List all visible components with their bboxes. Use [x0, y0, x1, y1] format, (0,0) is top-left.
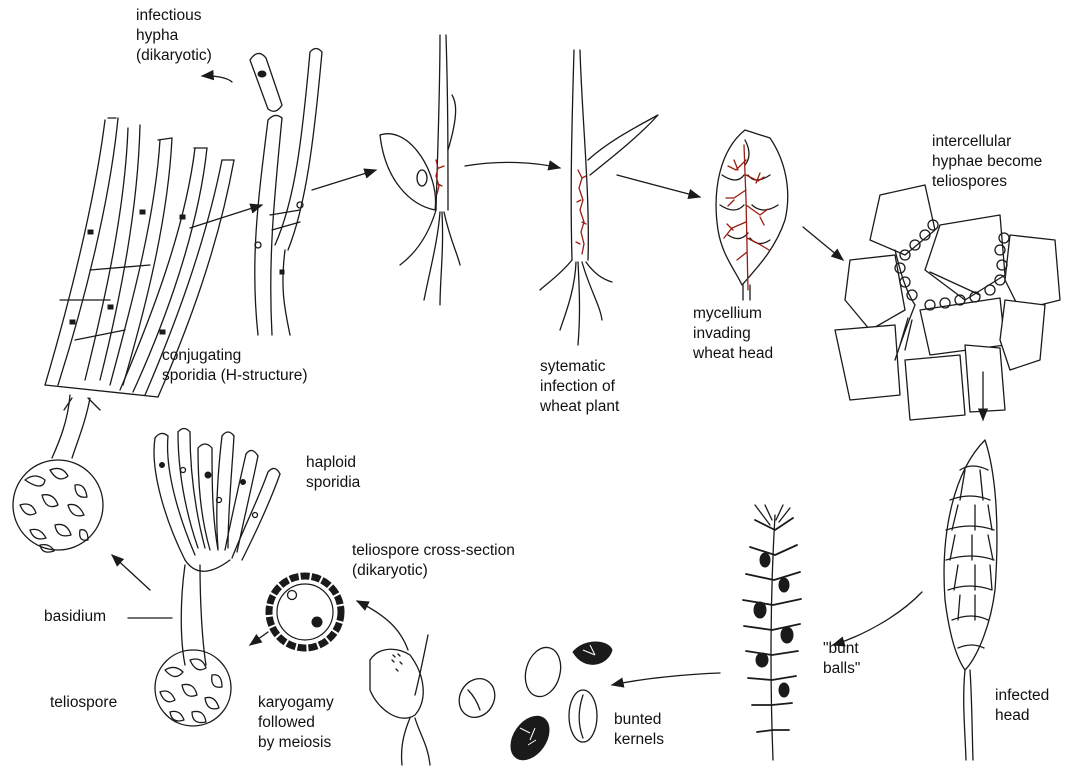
label-mycellium-invading: mycellium invading wheat head: [693, 304, 773, 364]
label-line: (dikaryotic): [136, 46, 212, 66]
arrow-to-cross-section: [357, 601, 408, 650]
arrow-to-seedling: [312, 170, 376, 190]
basidium-sporidia-drawing: [154, 429, 280, 727]
label-infected-head: infected head: [995, 686, 1049, 726]
arrow-to-wheat-head: [617, 175, 700, 197]
label-line: wheat head: [693, 344, 773, 364]
label-karyogamy: karyogamy followed by meiosis: [258, 693, 334, 753]
label-line: sporidia: [306, 473, 360, 493]
germinating-teliospore-drawing: [13, 460, 103, 552]
seedling-drawing: [380, 35, 460, 305]
label-line: mycellium: [693, 304, 773, 324]
label-bunt-balls: "bunt balls": [823, 639, 860, 679]
label-line: conjugating: [162, 346, 308, 366]
label-line: "bunt: [823, 639, 860, 659]
bunt-balls-spike-drawing: [743, 505, 801, 760]
infected-head-drawing: [944, 440, 997, 760]
label-line: balls": [823, 659, 860, 679]
conjugating-sporidia-drawing: [45, 118, 234, 458]
label-line: (dikaryotic): [352, 561, 515, 581]
label-line: invading: [693, 324, 773, 344]
label-intercellular-hyphae: intercellular hyphae become teliospores: [932, 132, 1042, 192]
arrow-to-teliospore: [250, 632, 268, 645]
label-line: head: [995, 706, 1049, 726]
label-line: kernels: [614, 730, 664, 750]
label-bunted-kernels: bunted kernels: [614, 710, 664, 750]
label-line: infectious: [136, 6, 212, 26]
label-line: teliospores: [932, 172, 1042, 192]
label-line: sporidia (H-structure): [162, 366, 308, 386]
label-line: haploid: [306, 453, 360, 473]
label-line: infection of: [540, 377, 619, 397]
label-teliospore: teliospore: [50, 693, 117, 713]
label-line: karyogamy: [258, 693, 334, 713]
label-haploid-sporidia: haploid sporidia: [306, 453, 360, 493]
arrow-to-kernels: [612, 673, 720, 685]
label-systematic-infection: sytematic infection of wheat plant: [540, 357, 619, 417]
arrow-to-hypha: [190, 205, 262, 228]
label-line: infected: [995, 686, 1049, 706]
label-infectious-hypha: infectious hypha (dikaryotic): [136, 6, 212, 66]
infected-seed-drawing: [370, 635, 430, 765]
arrow-to-bunt-balls: [833, 592, 922, 645]
label-line: bunted: [614, 710, 664, 730]
wheat-head-mycelium-drawing: [716, 130, 788, 300]
label-conjugating-sporidia: conjugating sporidia (H-structure): [162, 346, 308, 386]
teliospore-cross-section-drawing: [269, 576, 341, 648]
arrow-to-infectious-hypha: [202, 76, 232, 82]
bunted-kernels-drawing: [452, 642, 612, 767]
label-line: hypha: [136, 26, 212, 46]
label-teliospore-cross-section: teliospore cross-section (dikaryotic): [352, 541, 515, 581]
label-line: teliospore cross-section: [352, 541, 515, 561]
arrow-to-germinating-teliospore: [112, 555, 150, 590]
label-line: wheat plant: [540, 397, 619, 417]
arrow-to-plant: [465, 162, 560, 168]
label-line: sytematic: [540, 357, 619, 377]
label-line: hyphae become: [932, 152, 1042, 172]
label-line: by meiosis: [258, 733, 334, 753]
intercellular-hyphae-drawing: [835, 185, 1060, 420]
label-line: intercellular: [932, 132, 1042, 152]
infected-wheat-plant-drawing: [540, 50, 658, 345]
label-line: followed: [258, 713, 334, 733]
infectious-hypha-drawing: [250, 49, 322, 336]
label-basidium: basidium: [44, 607, 106, 627]
arrow-to-cells: [803, 227, 843, 260]
